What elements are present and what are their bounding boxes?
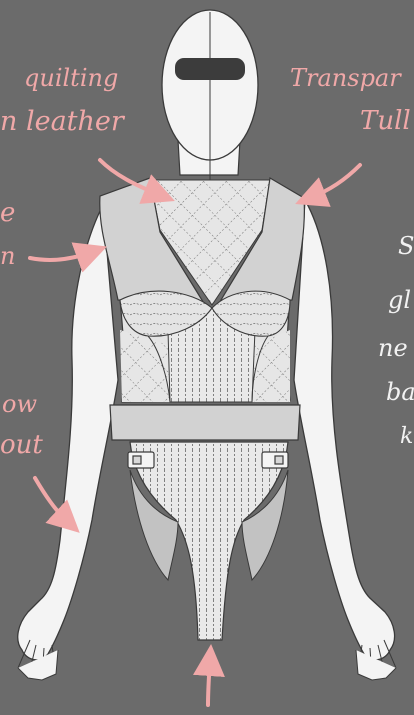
note-tulle: Tull bbox=[360, 108, 411, 134]
right-arm bbox=[294, 200, 395, 660]
note-right-side-2: gl bbox=[388, 288, 411, 312]
note-right-side-4: ba bbox=[386, 380, 414, 404]
waist-belt bbox=[110, 405, 300, 440]
visor-eye-band bbox=[175, 58, 245, 80]
note-left-low-1: ow bbox=[2, 392, 37, 416]
note-right-side-5: k bbox=[400, 426, 413, 448]
note-quilting: quilting bbox=[24, 66, 118, 90]
note-transparent: Transpar bbox=[290, 66, 401, 90]
note-left-mid-1: e bbox=[0, 200, 15, 226]
note-right-side-3: ne bbox=[378, 336, 408, 360]
note-right-side-1: S bbox=[398, 234, 414, 258]
right-buckle bbox=[262, 452, 288, 468]
note-left-low-2: out bbox=[0, 432, 43, 458]
note-left-mid-2: n bbox=[0, 244, 15, 268]
left-buckle bbox=[128, 452, 154, 468]
note-leather: n leather bbox=[0, 108, 124, 135]
